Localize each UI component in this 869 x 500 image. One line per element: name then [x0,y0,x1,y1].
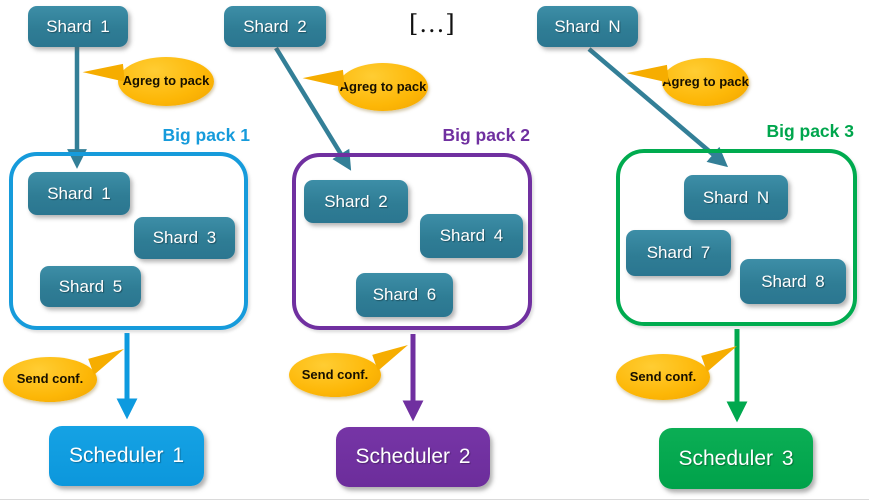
callout-agreg-label: Agreg to pack [122,73,210,89]
callout-tail-icon [88,346,129,375]
callout-agreg-label: Agreg to pack [662,73,749,89]
scheduler-1-box: Scheduler 1 [49,426,204,486]
callout-tail-icon [701,343,742,372]
pack-2-title: Big pack 2 [442,125,530,145]
pack-1-shard-3: Shard 3 [134,217,235,259]
callout-tail-icon [372,342,413,371]
shard-source-1: Shard 1 [28,6,128,47]
pack-3-shard-7: Shard 7 [626,230,731,276]
callout-send-3: Send conf. [616,343,742,400]
scheduler-3-box: Scheduler 3 [659,428,813,489]
pack-2-shard-2: Shard 2 [304,180,408,223]
ellipsis-label: [...] [409,10,456,38]
shard-source-2: Shard 2 [224,6,326,47]
pack-1-shard-1: Shard 1 [28,172,130,215]
callout-agreg-2: Agreg to pack [302,63,428,111]
pack-2-shard-4: Shard 4 [420,214,523,258]
callout-agreg-label: Agreg to pack [339,78,427,94]
arrow-shard2-to-pack2 [274,46,352,171]
callout-send-label: Send conf. [301,366,369,382]
pack-1-container [9,152,248,330]
callout-send-1: Send conf. [3,346,129,402]
pack-2-shard-6: Shard 6 [356,273,453,317]
shard-source-n: Shard N [537,6,638,47]
pack-3-container [616,149,857,326]
callout-tail-icon [82,63,125,87]
callout-send-2: Send conf. [289,342,413,397]
callout-tail-icon [302,69,345,93]
pack-1-title: Big pack 1 [162,125,250,145]
callout-send-label: Send conf. [16,371,84,387]
pack-3-title: Big pack 3 [766,121,854,141]
callout-agreg-3: Agreg to pack [626,58,749,106]
pack-1-shard-5: Shard 5 [40,266,141,307]
pack-3-shard-n: Shard N [684,175,788,220]
scheduler-2-box: Scheduler 2 [336,427,490,487]
callout-agreg-1: Agreg to pack [82,57,214,106]
callout-send-label: Send conf. [629,368,697,384]
pack-2-container [292,153,532,330]
pack-3-shard-8: Shard 8 [740,259,846,304]
